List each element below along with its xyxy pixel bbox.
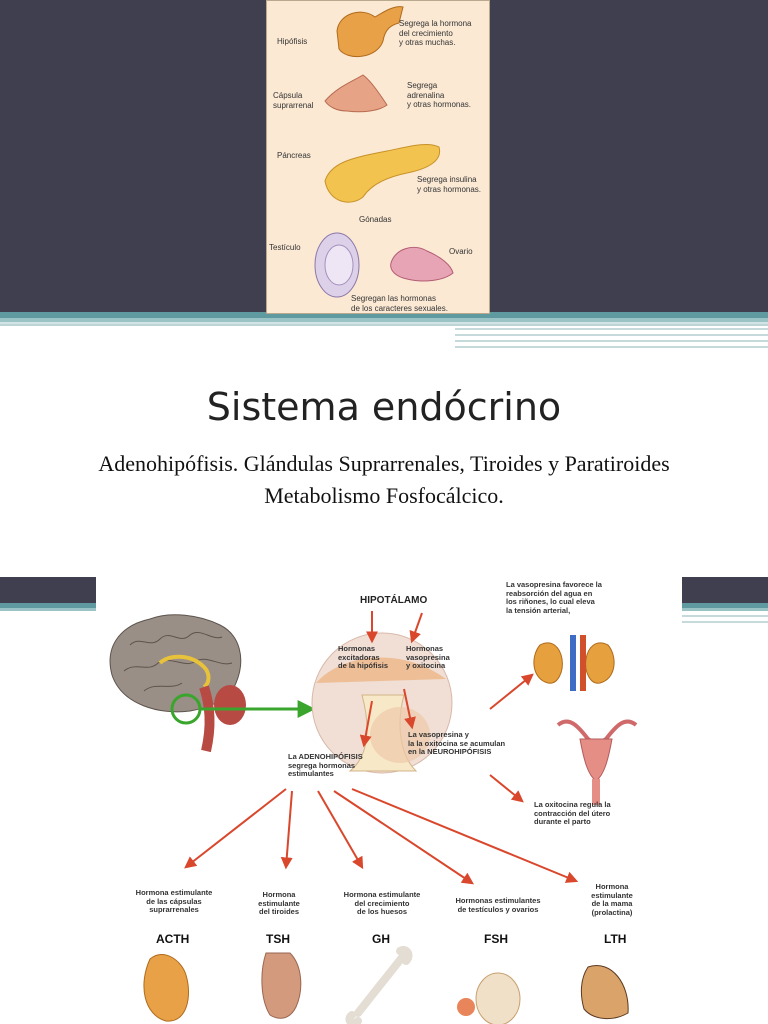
subtitle-line-2: Metabolismo Fosfocálcico. (264, 483, 504, 508)
adrenal-illustration (143, 953, 189, 1022)
testiculo-label: Testículo (269, 243, 301, 252)
gh-name: GH (372, 932, 390, 946)
hypothalamus-circle (311, 632, 453, 774)
gonadas-description: Segregan las hormonas de los caracteres … (351, 294, 448, 313)
capsula-label: Cápsula suprarrenal (273, 91, 314, 110)
kidneys-illustration (533, 635, 615, 691)
vasopresina-effect-label: La vasopresina favorece la reabsorción d… (506, 580, 602, 615)
slide-subtitle: Adenohipófisis. Glándulas Suprarrenales,… (0, 448, 768, 512)
brain-illustration (109, 614, 316, 753)
bone-illustration (345, 946, 413, 1024)
slide-title: Sistema endócrino (206, 385, 562, 429)
hormonas-vasopresina-label: Hormonas vasopresina y oxitocina (406, 644, 450, 671)
decorative-stripes (0, 312, 768, 348)
tsh-description: Hormona estimulante del tiroides (258, 890, 300, 917)
pancreas-label: Páncreas (277, 151, 311, 160)
decorative-corner-right (682, 577, 768, 623)
tsh-name: TSH (266, 932, 290, 946)
hormonas-excitadoras-label: Hormonas excitadoras de la hipófisis (338, 644, 389, 671)
acth-name: ACTH (156, 932, 190, 946)
lth-description: Hormona estimulante de la mama (prolacti… (591, 882, 633, 917)
adenohipofisis-label: La ADENOHIPÓFISIS segrega hormonas estim… (288, 752, 363, 779)
ovario-label: Ovario (449, 247, 473, 256)
subtitle-line-1: Adenohipófisis. Glándulas Suprarrenales,… (98, 451, 670, 476)
capsula-description: Segrega adrenalina y otras hormonas. (407, 81, 472, 110)
oxitocina-effect-label: La oxitocina regula la contracción del ú… (534, 800, 611, 827)
uterus-illustration (556, 719, 638, 805)
gonadas-label: Gónadas (359, 215, 392, 224)
pancreas-description: Segrega insulina y otras hormonas. (417, 175, 482, 194)
hipofisis-label: Hipófisis (277, 37, 308, 46)
gh-description: Hormona estimulante del crecimiento de l… (343, 890, 421, 917)
testis-illustration (475, 972, 521, 1024)
neurohipofisis-label: La vasopresina y la la oxitocina se acum… (408, 730, 506, 757)
breast-illustration (580, 965, 629, 1019)
fsh-name: FSH (484, 932, 508, 946)
hipofisis-description: Segrega la hormona del crecimiento y otr… (399, 19, 472, 48)
hipotalamo-label: HIPOTÁLAMO (360, 595, 428, 606)
lth-name: LTH (604, 932, 627, 946)
pituitary-diagram: HIPOTÁLAMO Hormonas excitadoras de la hi… (100, 575, 682, 1024)
thyroid-illustration (261, 952, 302, 1019)
glands-illustration: Hipófisis Segrega la hormona del crecimi… (266, 0, 490, 314)
decorative-corner-left (0, 577, 96, 611)
fsh-description: Hormonas estimulantes de testículos y ov… (455, 896, 541, 914)
acth-description: Hormona estimulante de las cápsulas supr… (135, 888, 213, 915)
